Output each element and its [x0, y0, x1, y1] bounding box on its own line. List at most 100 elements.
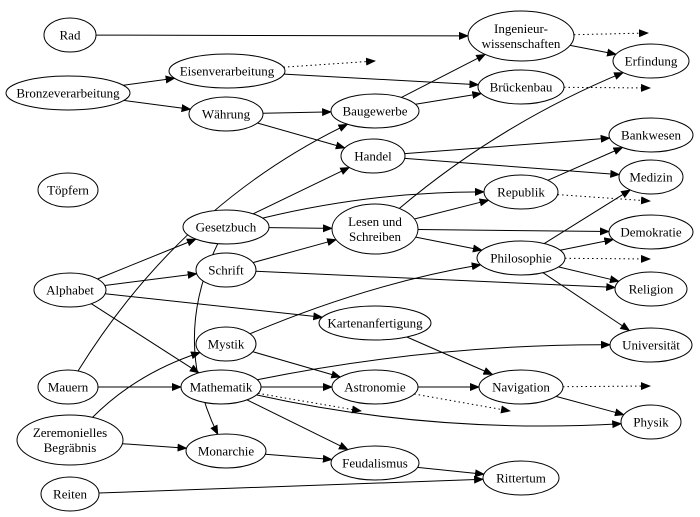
edge-lesen-to-demokratie [417, 227, 610, 236]
edge-line [105, 293, 324, 321]
node-label: Kartenanfertigung [327, 316, 423, 331]
edge-baugewerbe-to-ingenieur [401, 53, 487, 98]
edge-schrift-to-lesen [252, 238, 338, 264]
edge-mathematik-continuation [258, 392, 362, 414]
node-label: Universität [622, 338, 680, 353]
node-label: Mathematik [190, 380, 253, 395]
node-shape [195, 326, 257, 362]
edge-mystik-to-philosophie [249, 262, 482, 335]
node-shape [188, 96, 264, 132]
node-label: Erfindung [625, 54, 678, 69]
node-label: Astronomie [344, 380, 406, 395]
node-shape [180, 369, 262, 405]
node-label: Monarchie [198, 444, 255, 459]
node-label: Ingenieur-wissenschaften [482, 21, 561, 51]
edge-line [406, 336, 494, 375]
node-mauern: Mauern [37, 369, 99, 405]
edge-philosophie-continuation [564, 254, 651, 263]
edge-lesen-to-erfindung [399, 72, 625, 209]
edge-line [415, 91, 483, 105]
node-shape [620, 404, 682, 440]
edge-republik-continuation [557, 194, 651, 205]
node-reiten: Reiten [40, 476, 100, 512]
node-shape [608, 117, 694, 153]
node-shape [37, 172, 99, 208]
node-mystik: Mystik [195, 326, 257, 362]
edge-line [258, 392, 362, 414]
node-baugewerbe: Baugewerbe [330, 93, 420, 129]
node-shape [340, 138, 406, 174]
node-demokratie: Demokratie [608, 214, 694, 250]
edge-line [256, 394, 623, 429]
edge-waehrung-to-handel [257, 122, 346, 150]
edge-line [283, 73, 480, 89]
node-label: Feudalismus [342, 456, 408, 471]
node-navigation: Navigation [478, 369, 564, 405]
edge-philosophie-to-religion [558, 266, 620, 284]
edge-line [563, 83, 651, 92]
node-shape [33, 272, 107, 308]
edge-ingenieur-continuation [573, 29, 649, 38]
node-mathematik: Mathematik [180, 369, 262, 405]
edge-alphabet-to-karten [105, 293, 324, 321]
edge-line [104, 270, 198, 286]
node-erfindung: Erfindung [612, 43, 690, 79]
node-shape [476, 240, 566, 276]
edge-line [415, 236, 483, 253]
edge-lesen-to-republik [414, 198, 490, 220]
node-label: Religion [629, 282, 674, 297]
edge-philosophie-to-demokratie [560, 237, 615, 251]
node-label: Navigation [492, 380, 550, 395]
node-bronze: Bronzeverarbeitung [5, 75, 131, 111]
edge-mathematik-to-feudalismus [246, 399, 349, 451]
edge-line [92, 351, 201, 418]
edge-reiten-to-rittertum [98, 475, 485, 494]
edge-philosophie-to-medizin [543, 189, 632, 245]
edge-mystik-to-astronomie [252, 351, 342, 379]
node-label: Bronzeverarbeitung [16, 86, 120, 101]
edge-alphabet-to-schrift [104, 270, 198, 286]
edge-line [404, 157, 621, 178]
node-label: Mystik [208, 337, 245, 352]
edge-line [255, 270, 617, 291]
node-shape [467, 10, 575, 62]
edge-handel-to-bankwesen [404, 134, 611, 155]
node-bruecken: Brückenbau [477, 69, 565, 105]
edge-line [414, 393, 511, 414]
edge-zeremoniell-to-mystik [92, 351, 201, 418]
node-label: Physik [633, 415, 669, 430]
node-label: Töpfern [47, 183, 89, 198]
node-shape [318, 305, 432, 341]
node-alphabet: Alphabet [33, 272, 107, 308]
node-shape [37, 369, 99, 405]
edge-feudalismus-to-rittertum [417, 466, 485, 478]
edge-line [564, 254, 651, 263]
node-universitaet: Universität [609, 327, 693, 363]
node-label: Rittertum [496, 471, 546, 486]
node-waehrung: Währung [188, 96, 264, 132]
edge-gesetzbuch-to-handel [252, 166, 351, 215]
edge-line [560, 237, 615, 251]
edge-line [257, 122, 346, 150]
node-label: Gesetzbuch [196, 220, 257, 235]
edge-line [123, 75, 176, 86]
node-label: Medizin [629, 170, 673, 185]
node-handel: Handel [340, 138, 406, 174]
node-shape [477, 69, 565, 105]
node-label: Brückenbau [490, 80, 553, 95]
edge-eisen-to-bruecken [283, 73, 480, 89]
node-label: Baugewerbe [343, 104, 408, 119]
edge-line [573, 29, 649, 38]
edge-handel-to-medizin [404, 157, 621, 178]
edge-line [570, 44, 618, 57]
edge-rad-to-ingenieur [95, 31, 469, 40]
edge-line [542, 272, 631, 332]
edge-schrift-to-religion [255, 270, 617, 291]
edge-line [122, 443, 188, 452]
node-feudalismus: Feudalismus [330, 445, 420, 481]
node-shape [195, 252, 257, 288]
